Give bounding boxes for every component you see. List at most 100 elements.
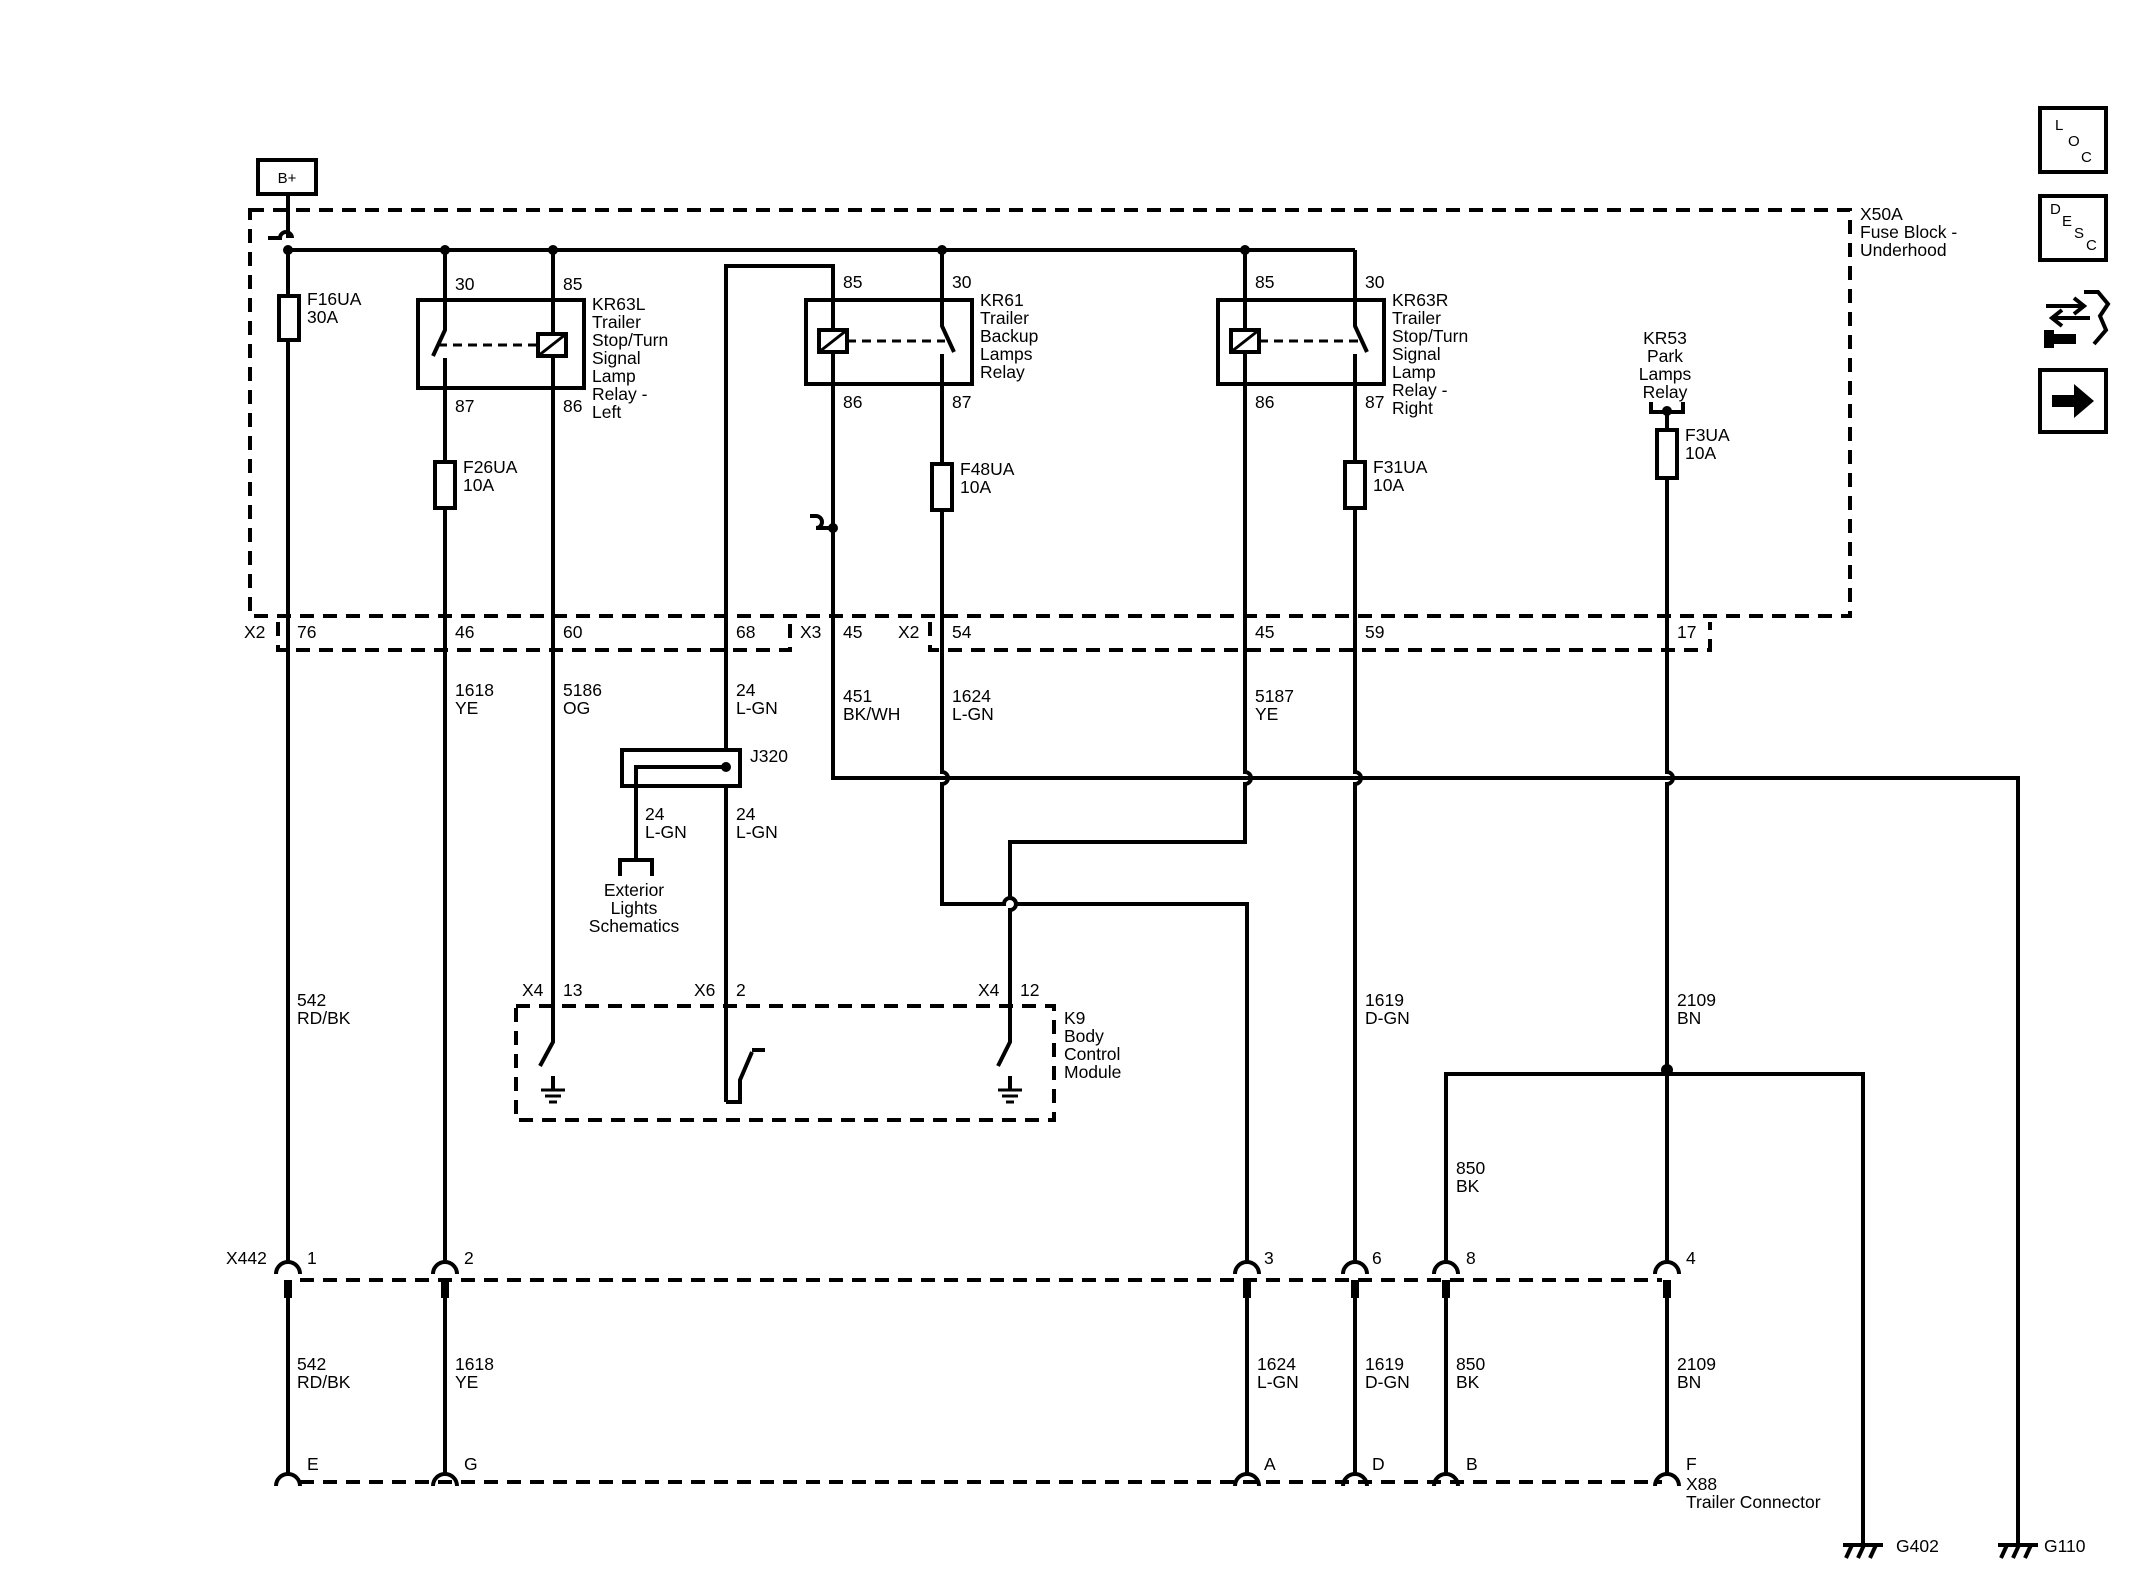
kr61-label-1: Trailer — [980, 308, 1029, 328]
lower-wire-542-color: RD/BK — [297, 1372, 351, 1392]
ground-g110-label: G110 — [2044, 1536, 2086, 1556]
description-button[interactable]: D E S C — [2038, 194, 2108, 262]
pin-x3-45: 45 — [843, 622, 862, 642]
kr63l-label-4: Lamp — [592, 366, 636, 386]
connector-x442: X442 1 2 3 6 8 4 — [226, 1248, 1696, 1298]
kr61-label-3: Lamps — [980, 344, 1033, 364]
fuse-f16-id: F16UA — [307, 289, 362, 309]
bcm-label-3: Module — [1064, 1062, 1121, 1082]
kr61-id: KR61 — [980, 290, 1024, 310]
x88-pin-d: D — [1372, 1454, 1385, 1474]
battery-positive-terminal: B+ — [256, 158, 318, 196]
x442-pin-3: 3 — [1264, 1248, 1274, 1268]
bcm-label-1: Body — [1064, 1026, 1104, 1046]
x88-pin-b: B — [1466, 1454, 1478, 1474]
pin-76: 76 — [297, 622, 316, 642]
fuse-f31ua: F31UA 10A — [1343, 457, 1428, 510]
wire-1624-color: L-GN — [952, 704, 994, 724]
wire-5187-circuit: 5187 — [1255, 686, 1294, 706]
fuse-f16-rating: 30A — [307, 307, 338, 327]
body-control-module-k9: X4 13 X6 2 X4 12 K9 Body Control Module — [514, 980, 1121, 1122]
fuse-f16ua: F16UA 30A — [277, 289, 362, 342]
wire-1618-circuit: 1618 — [455, 680, 494, 700]
kr63l-pin-85: 85 — [563, 274, 582, 294]
connector-x3: X3 — [800, 622, 821, 642]
kr63l-label-1: Trailer — [592, 312, 641, 332]
x88-pin-a: A — [1264, 1454, 1276, 1474]
kr61-pin-87: 87 — [952, 392, 971, 412]
wire-1618-color: YE — [455, 698, 478, 718]
kr63r-id: KR63R — [1392, 290, 1448, 310]
pin-60: 60 — [563, 622, 583, 642]
wire-24-circuit: 24 — [736, 680, 756, 700]
kr63l-label-2: Stop/Turn — [592, 330, 668, 350]
wire-850-circuit: 850 — [1456, 1158, 1485, 1178]
wire-5187-color: YE — [1255, 704, 1278, 724]
relay-kr61: 85 30 86 87 KR61 Trailer Backup Lamps Re… — [804, 250, 1038, 412]
ground-g402-label: G402 — [1896, 1536, 1939, 1556]
diagnostic-wrench-icon[interactable] — [2044, 290, 2111, 348]
fuse-f31-rating: 10A — [1373, 475, 1404, 495]
loc-letter-3: C — [2081, 149, 2092, 166]
wire-2109-circuit: 2109 — [1677, 990, 1716, 1010]
wire-1619-circuit: 1619 — [1365, 990, 1404, 1010]
fuse-block-name-2: Underhood — [1860, 240, 1947, 260]
kr63l-pin-30: 30 — [455, 274, 475, 294]
kr63r-pin-86: 86 — [1255, 392, 1274, 412]
wire-451-color: BK/WH — [843, 704, 900, 724]
fuse-f48ua: F48UA 10A — [930, 459, 1015, 512]
wire-542-color: RD/BK — [297, 1008, 351, 1028]
kr61-pin-86: 86 — [843, 392, 862, 412]
bcm-pin2-connector: X6 — [694, 980, 715, 1000]
kr63r-label-4: Lamp — [1392, 362, 1436, 382]
x442-pin-6: 6 — [1372, 1248, 1382, 1268]
bcm-id: K9 — [1064, 1008, 1085, 1028]
lower-wire-1619-color: D-GN — [1365, 1372, 1410, 1392]
fuse-f26-id: F26UA — [463, 457, 518, 477]
wire-5186-circuit: 5186 — [563, 680, 602, 700]
wire-1619-color: D-GN — [1365, 1008, 1410, 1028]
wire-1624-circuit: 1624 — [952, 686, 991, 706]
lower-wire-1619-circuit: 1619 — [1365, 1354, 1404, 1374]
relay-kr63l: 30 85 87 86 KR63L Trailer Stop/Turn Sign… — [416, 250, 668, 422]
fuse-block-id: X50A — [1860, 204, 1903, 224]
desc-letter-4: C — [2086, 237, 2097, 254]
pin-45: 45 — [1255, 622, 1274, 642]
ref-label-2: Lights — [611, 898, 658, 918]
location-button[interactable]: L O C — [2038, 106, 2108, 174]
lower-wire-850-circuit: 850 — [1456, 1354, 1485, 1374]
connector-x2-right: X2 — [898, 622, 919, 642]
kr63r-label-3: Signal — [1392, 344, 1441, 364]
fuse-f48-rating: 10A — [960, 477, 991, 497]
wire-850-color: BK — [1456, 1176, 1480, 1196]
next-page-button[interactable] — [2038, 368, 2108, 434]
pin-46: 46 — [455, 622, 474, 642]
splice-id: J320 — [750, 746, 788, 766]
lower-wire-2109-color: BN — [1677, 1372, 1701, 1392]
x442-pin-2: 2 — [464, 1248, 474, 1268]
splice-left-circuit: 24 — [645, 804, 665, 824]
ref-label-3: Schematics — [589, 916, 680, 936]
kr63l-label-6: Left — [592, 402, 621, 422]
splice-right-color: L-GN — [736, 822, 778, 842]
bcm-pin1-connector: X4 — [522, 980, 544, 1000]
bcm-pin1-number: 13 — [563, 980, 582, 1000]
kr63l-label-3: Signal — [592, 348, 641, 368]
wire-5186-color: OG — [563, 698, 590, 718]
kr63r-label-1: Trailer — [1392, 308, 1441, 328]
kr63l-id: KR63L — [592, 294, 646, 314]
connector-x2-left: X2 — [244, 622, 265, 642]
x88-pin-f: F — [1686, 1454, 1697, 1474]
desc-letter-2: E — [2062, 213, 2072, 230]
splice-j320: J320 24 L-GN 24 L-GN Exterior Lights Sch… — [589, 746, 788, 936]
kr63r-pin-85: 85 — [1255, 272, 1274, 292]
ground-g402: G402 — [1843, 1536, 1939, 1559]
x88-desc: Trailer Connector — [1686, 1492, 1821, 1512]
ref-label-1: Exterior — [604, 880, 664, 900]
fuse-f3-id: F3UA — [1685, 425, 1730, 445]
arrow-right-icon — [2052, 384, 2094, 418]
loc-letter-2: O — [2068, 133, 2080, 150]
battery-label: B+ — [278, 170, 297, 187]
pin-17: 17 — [1677, 622, 1696, 642]
